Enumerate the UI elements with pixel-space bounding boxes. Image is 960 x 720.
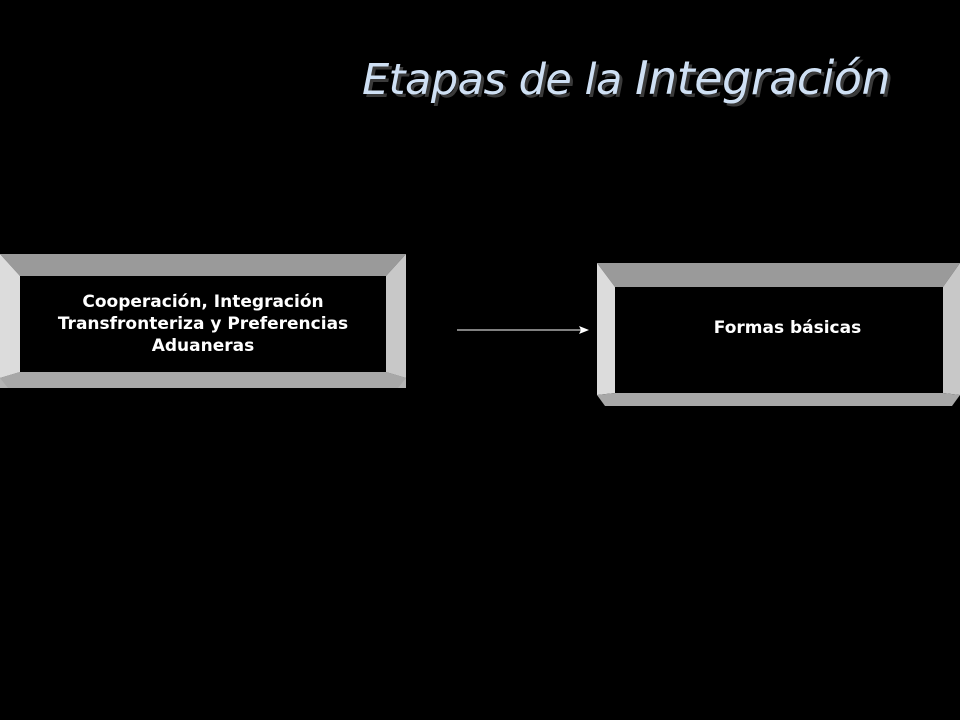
- title-text-part1: Etapas de la: [362, 55, 635, 105]
- bevel-frame: [597, 263, 960, 406]
- bevel-frame: [0, 254, 406, 388]
- arrow-connector: [457, 326, 589, 334]
- stage-line: Cooperación, Integración: [82, 292, 324, 312]
- stage-line: Transfronteriza y Preferencias: [57, 314, 349, 334]
- title-text-part2: Integración: [634, 51, 891, 105]
- stage-line: Formas básicas: [713, 318, 862, 338]
- stage-label-cooperacion: Cooperación, Integración Transfronteriza…: [20, 276, 386, 372]
- arrowhead-icon: [579, 326, 589, 334]
- stage-label-formas: Formas básicas: [615, 287, 960, 393]
- stage-box-cooperacion: Cooperación, Integración Transfronteriza…: [0, 254, 406, 388]
- stage-box-formas: Formas básicas: [597, 263, 960, 406]
- slide-title: Etapas de la Integración: [362, 48, 922, 108]
- stage-line: Aduaneras: [151, 336, 255, 356]
